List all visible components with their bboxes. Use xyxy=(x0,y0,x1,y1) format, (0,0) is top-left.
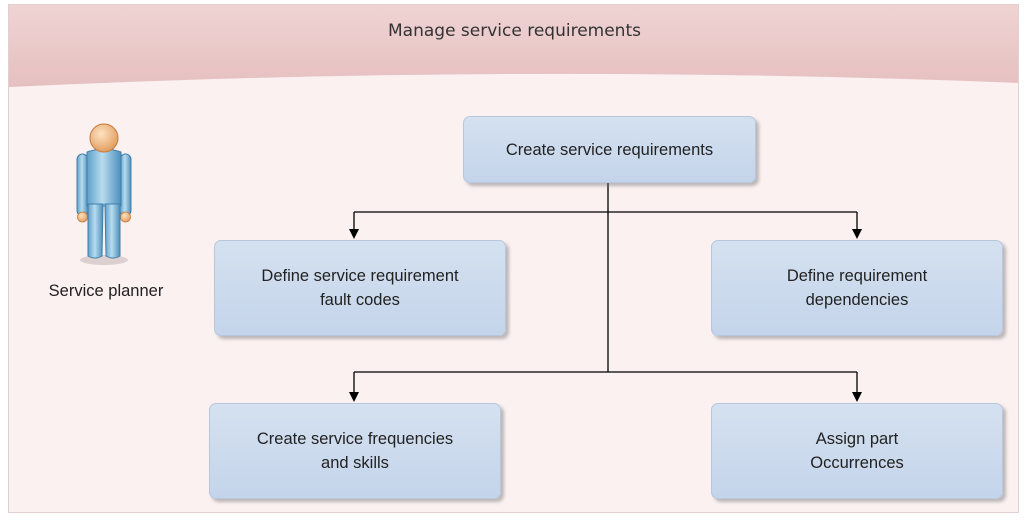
node-create-frequencies-skills: Create service frequencies and skills xyxy=(209,403,501,499)
connector-lines xyxy=(349,181,862,402)
node-create-service-requirements: Create service requirements xyxy=(463,116,756,183)
node-define-dependencies: Define requirement dependencies xyxy=(711,240,1003,336)
node-assign-part-occurrences: Assign part Occurrences xyxy=(711,403,1003,499)
title-banner xyxy=(9,5,1018,87)
person-icon xyxy=(76,123,132,265)
node-label: Define requirement dependencies xyxy=(786,267,928,309)
node-define-fault-codes: Define service requirement fault codes xyxy=(214,240,506,336)
diagram-frame: Manage service requirements xyxy=(8,4,1019,513)
node-label: Create service frequencies and skills xyxy=(256,430,454,472)
node-label: Create service requirements xyxy=(505,140,714,159)
diagram-title: Manage service requirements xyxy=(388,21,641,41)
actor-label: Service planner xyxy=(48,282,164,300)
node-label: Assign part Occurrences xyxy=(810,430,904,472)
node-label: Define service requirement fault codes xyxy=(261,267,459,309)
